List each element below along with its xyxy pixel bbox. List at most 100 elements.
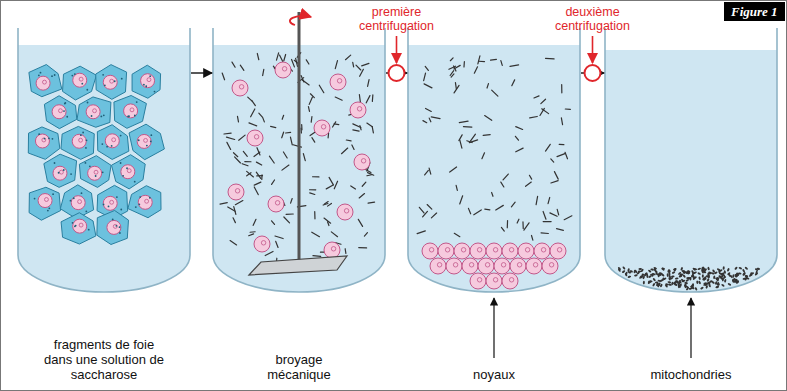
cytoplasm-dot — [120, 209, 122, 211]
debris-dash — [312, 138, 315, 143]
cytoplasm-dot — [86, 139, 88, 141]
debris-dash — [463, 126, 471, 128]
debris-dash — [256, 172, 260, 178]
debris-dash — [291, 199, 293, 204]
cytoplasm-dot — [120, 162, 122, 164]
liver-cell — [28, 127, 60, 159]
tube-caption-box: fragments de foie dans une solution de s… — [18, 28, 190, 386]
nuclei-pellet — [422, 243, 566, 289]
debris-dash — [311, 116, 313, 122]
nucleolus — [79, 138, 83, 142]
liver-cell — [114, 95, 147, 128]
debris-dash — [372, 127, 373, 133]
tube-caption: broyage mécanique — [259, 352, 339, 386]
mitochondrion — [650, 268, 654, 271]
nucleus — [38, 194, 52, 208]
mitochondrion — [718, 275, 722, 278]
debris-dash — [275, 236, 283, 239]
debris-dash — [248, 97, 252, 101]
cytoplasm-dot — [88, 229, 90, 231]
debris-dash — [526, 182, 532, 186]
cytoplasm-dot — [154, 91, 156, 93]
nucleus — [121, 165, 135, 179]
mitochondrion — [678, 285, 680, 289]
mitochondrion — [657, 279, 661, 282]
mitochondrion — [715, 286, 719, 289]
nucleolus — [235, 189, 239, 193]
cytoplasm-dot — [127, 115, 129, 117]
cytoplasm-dot — [73, 197, 75, 199]
mitochondrion — [639, 275, 643, 279]
liver-cell — [29, 65, 62, 97]
mitochondrion — [756, 267, 760, 270]
mitochondrion — [707, 267, 710, 271]
mitochondrion — [682, 270, 685, 274]
nucleus — [542, 258, 558, 274]
debris-dash — [345, 249, 347, 254]
mitochondrion — [640, 268, 644, 272]
liquid — [408, 45, 580, 292]
test-tube — [213, 28, 385, 292]
mitochondrion — [708, 284, 711, 288]
debris-dash — [425, 170, 429, 175]
mitochondrion — [656, 273, 660, 276]
cytoplasm-dot — [116, 196, 118, 198]
cytoplasm-dot — [150, 141, 152, 143]
debris-dash — [546, 58, 555, 60]
debris-dash — [303, 154, 305, 161]
cytoplasm-dot — [119, 226, 121, 228]
nucleolus — [493, 278, 497, 282]
nucleus — [526, 258, 542, 274]
nucleus — [71, 196, 85, 210]
debris-dash — [314, 212, 315, 219]
debris-dash — [424, 73, 426, 80]
process-arrow — [191, 73, 212, 74]
mitochondrion — [702, 274, 704, 278]
debris-dash — [492, 192, 493, 196]
cytoplasm-dot — [51, 75, 53, 77]
mitochondrion — [727, 283, 731, 286]
debris-dash — [485, 208, 490, 210]
cytoplasm-dot — [75, 225, 77, 227]
mitochondrion — [705, 285, 708, 289]
debris-dash — [254, 152, 260, 156]
cytoplasm-dot — [119, 232, 121, 234]
debris-dash — [353, 130, 359, 131]
debris-dash — [358, 219, 362, 226]
debris-dash — [551, 181, 558, 183]
mitochondrion — [681, 278, 685, 282]
nucleolus — [549, 263, 553, 267]
debris-dash — [565, 108, 570, 110]
debris-dash — [423, 211, 428, 216]
mitochondrion — [664, 284, 668, 288]
debris-dash — [372, 95, 374, 101]
cytoplasm-dot — [58, 172, 60, 174]
nucleolus — [147, 78, 151, 82]
nucleus — [486, 243, 502, 259]
debris-dash — [245, 161, 251, 162]
cytoplasm-dot — [87, 102, 89, 104]
debris-dash — [468, 208, 470, 213]
nucleus — [454, 243, 470, 259]
debris-dash — [301, 125, 302, 130]
nucleus — [314, 120, 330, 136]
debris-dash — [543, 211, 546, 219]
nucleolus — [43, 80, 47, 84]
nucleolus — [113, 224, 117, 228]
debris-dash — [460, 196, 463, 204]
process-arrow — [581, 36, 604, 81]
mitochondrion — [622, 270, 626, 274]
homogenizer-blade — [249, 256, 347, 275]
nucleolus — [110, 200, 114, 204]
mitochondrion — [697, 272, 701, 276]
cytoplasm-dot — [81, 83, 83, 85]
debris-dash — [496, 205, 504, 210]
process-arrow — [386, 36, 407, 81]
cytoplasm-dot — [48, 207, 50, 209]
debris-dash — [546, 144, 551, 151]
liver-cell — [97, 125, 129, 160]
debris-dash — [254, 187, 258, 195]
nucleus — [330, 74, 346, 90]
liver-cell — [96, 65, 127, 100]
